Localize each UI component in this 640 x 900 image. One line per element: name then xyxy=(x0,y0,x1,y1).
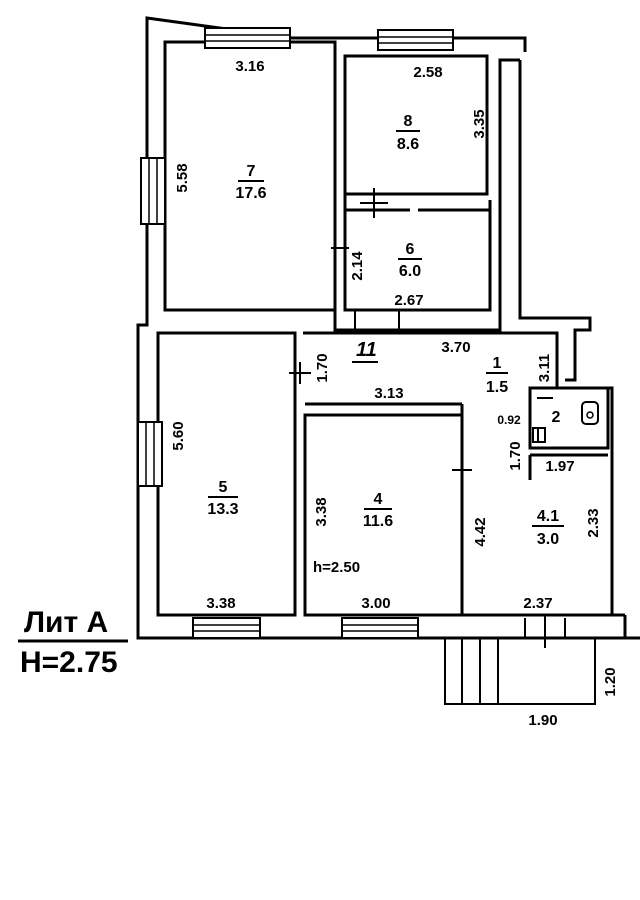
dim-2-33: 2.33 xyxy=(585,508,602,537)
room-4-height: h=2.50 xyxy=(313,559,360,576)
dim-1-97: 1.97 xyxy=(545,458,574,475)
room-7-number: 7 xyxy=(247,163,256,180)
porch-steps xyxy=(444,618,596,705)
window-top-left xyxy=(204,27,291,49)
room-8-area: 8.6 xyxy=(397,136,419,153)
room-8-number: 8 xyxy=(404,113,413,130)
room-4-1-area: 3.0 xyxy=(537,531,559,548)
dim-2-37: 2.37 xyxy=(523,595,552,612)
room-4-area: 11.6 xyxy=(363,513,393,530)
room-4-1-number: 4.1 xyxy=(537,508,559,525)
room-5-area: 13.3 xyxy=(207,501,238,518)
room-2-outline xyxy=(528,386,610,450)
room-1-number: 1 xyxy=(493,355,502,372)
lower-rooms xyxy=(156,331,612,617)
outer-walls xyxy=(136,16,640,640)
room-6-number: 6 xyxy=(406,241,415,258)
dim-1-20: 1.20 xyxy=(602,667,619,696)
window-top-right xyxy=(377,29,454,51)
window-bottom-mid xyxy=(341,617,419,639)
dimension-labels: 3.16 2.58 3.35 5.58 2.14 2.67 1.70 3.70 … xyxy=(170,58,619,729)
toilet-icon xyxy=(581,401,599,425)
dim-0-92: 0.92 xyxy=(497,413,521,427)
legend: Лит А H=2.75 xyxy=(18,606,128,679)
room-1-area: 1.5 xyxy=(486,379,508,396)
window-left-lower xyxy=(137,421,163,487)
dim-3-13: 3.13 xyxy=(374,385,403,402)
dim-2-14: 2.14 xyxy=(349,251,366,281)
dim-5-60: 5.60 xyxy=(170,421,187,450)
dim-3-70: 3.70 xyxy=(441,339,470,356)
room-6-area: 6.0 xyxy=(399,263,421,280)
legend-height: H=2.75 xyxy=(20,646,118,679)
room-2-number: 2 xyxy=(552,409,561,426)
dim-3-38-room4: 3.38 xyxy=(313,497,330,526)
dim-2-58: 2.58 xyxy=(413,64,442,81)
dim-3-16: 3.16 xyxy=(235,58,264,75)
dim-3-00: 3.00 xyxy=(361,595,390,612)
dim-5-58: 5.58 xyxy=(174,163,191,192)
room-7-area: 17.6 xyxy=(235,185,266,202)
room-labels: 7 17.6 8 8.6 6 6.0 5 13.3 4 11.6 1 1.5 2… xyxy=(207,113,564,576)
dim-1-70-corridor: 1.70 xyxy=(314,353,331,382)
room-6-outline xyxy=(343,194,492,312)
corridor-marker: 11 xyxy=(356,339,377,361)
dim-3-35: 3.35 xyxy=(471,109,488,138)
dim-1-70-bath: 1.70 xyxy=(507,441,524,470)
dim-2-67: 2.67 xyxy=(394,292,423,309)
room-4-number: 4 xyxy=(374,491,383,508)
door-marks xyxy=(289,188,553,648)
dim-3-38-room5: 3.38 xyxy=(206,595,235,612)
windows xyxy=(137,27,454,639)
window-left-upper xyxy=(140,157,166,225)
room-5-outline xyxy=(156,331,297,617)
dim-4-42: 4.42 xyxy=(472,517,489,546)
room-5-number: 5 xyxy=(219,479,228,496)
upper-rooms xyxy=(163,40,492,333)
window-bottom-left xyxy=(192,617,261,639)
room-8-outline xyxy=(343,54,489,196)
dim-3-11: 3.11 xyxy=(536,354,553,382)
legend-lit: Лит А xyxy=(24,606,108,639)
dim-1-90: 1.90 xyxy=(528,712,557,729)
